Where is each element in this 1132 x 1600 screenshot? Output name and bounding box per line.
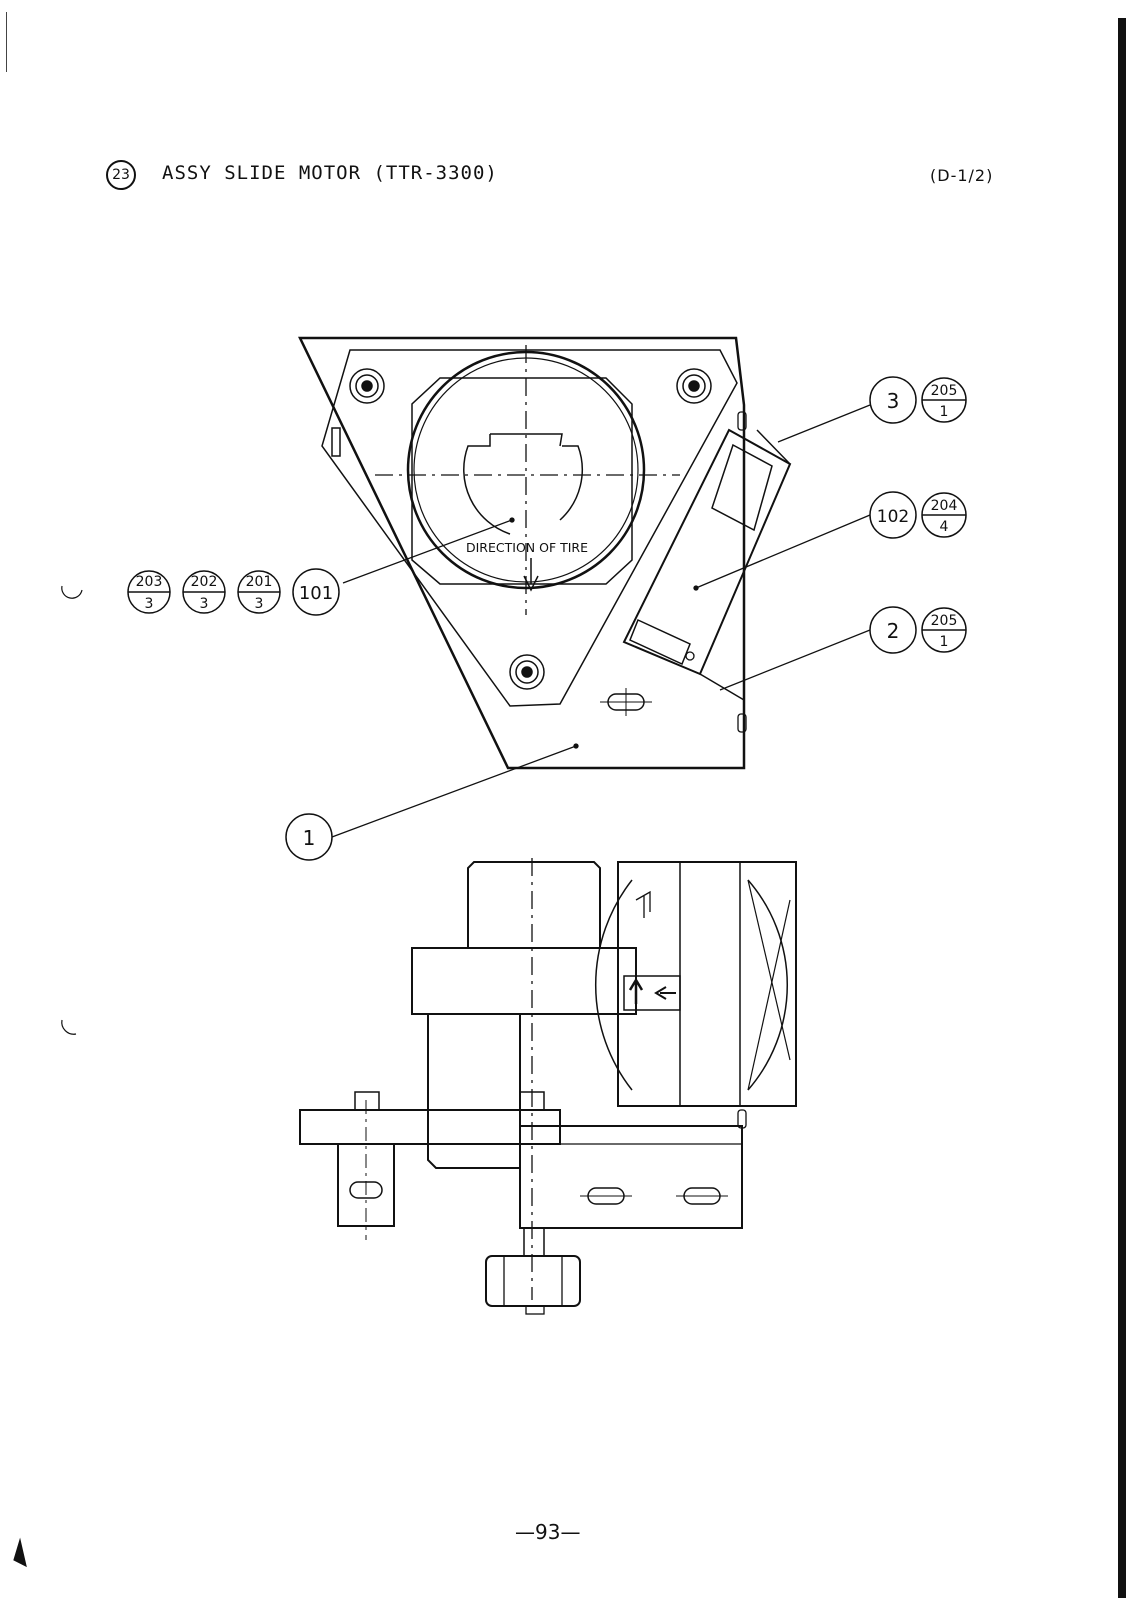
- cooling-fan: [622, 428, 792, 676]
- callout-101: 203 3 202 3 201 3 101: [127, 568, 340, 616]
- balloon-qty: 4: [940, 519, 949, 535]
- balloon-part-102: 102: [877, 507, 909, 527]
- balloon-item-203: 203: [136, 574, 163, 590]
- shaft-coupler: [485, 1255, 581, 1307]
- balloon-item-205: 205: [931, 613, 958, 629]
- leader-lines: [331, 404, 871, 838]
- callout-2: 2 205 1: [869, 606, 967, 654]
- airflow-arrow: [654, 986, 676, 1000]
- balloon-item-202: 202: [191, 574, 218, 590]
- base-plate: [298, 336, 746, 770]
- balloon-qty: 1: [940, 634, 949, 650]
- sheet-reference: (D-1/2): [930, 166, 994, 185]
- direction-of-tire-label: DIRECTION OF TIRE: [466, 540, 588, 555]
- hex-nut: [354, 1091, 380, 1111]
- balloon-part-1: 1: [303, 826, 316, 850]
- callout-102: 102 204 4: [869, 491, 967, 539]
- page-title: ASSY SLIDE MOTOR (TTR-3300): [162, 162, 498, 184]
- scan-edge-line: [6, 12, 7, 72]
- scan-marks: [13, 585, 83, 1568]
- page-number: —93—: [515, 1520, 581, 1544]
- fan-frame: [617, 861, 797, 1107]
- direction-arrow: [523, 558, 539, 592]
- balloon-item-201: 201: [246, 574, 273, 590]
- section-number-badge: 23: [106, 160, 136, 190]
- callout-3: 3 205 1: [869, 376, 967, 424]
- balloon-part-101: 101: [299, 583, 333, 604]
- mount-bolt: [349, 368, 712, 690]
- balloon-qty: 1: [940, 404, 949, 420]
- balloon-item-204: 204: [931, 498, 958, 514]
- balloon-qty: 3: [145, 596, 154, 612]
- hex-nut: [519, 1091, 545, 1111]
- balloon-qty: 3: [200, 596, 209, 612]
- motor-cap: [467, 861, 601, 948]
- motor-flange: [321, 349, 738, 707]
- side-view: [299, 858, 797, 1315]
- balloon-part-3: 3: [887, 389, 900, 413]
- callout-1: 1: [285, 813, 333, 861]
- balloon-qty: 3: [255, 596, 264, 612]
- balloon-part-2: 2: [887, 619, 900, 643]
- top-view: DIRECTION OF TIRE: [298, 336, 792, 770]
- scan-binding-bar: [1118, 18, 1126, 1598]
- balloon-item-205: 205: [931, 383, 958, 399]
